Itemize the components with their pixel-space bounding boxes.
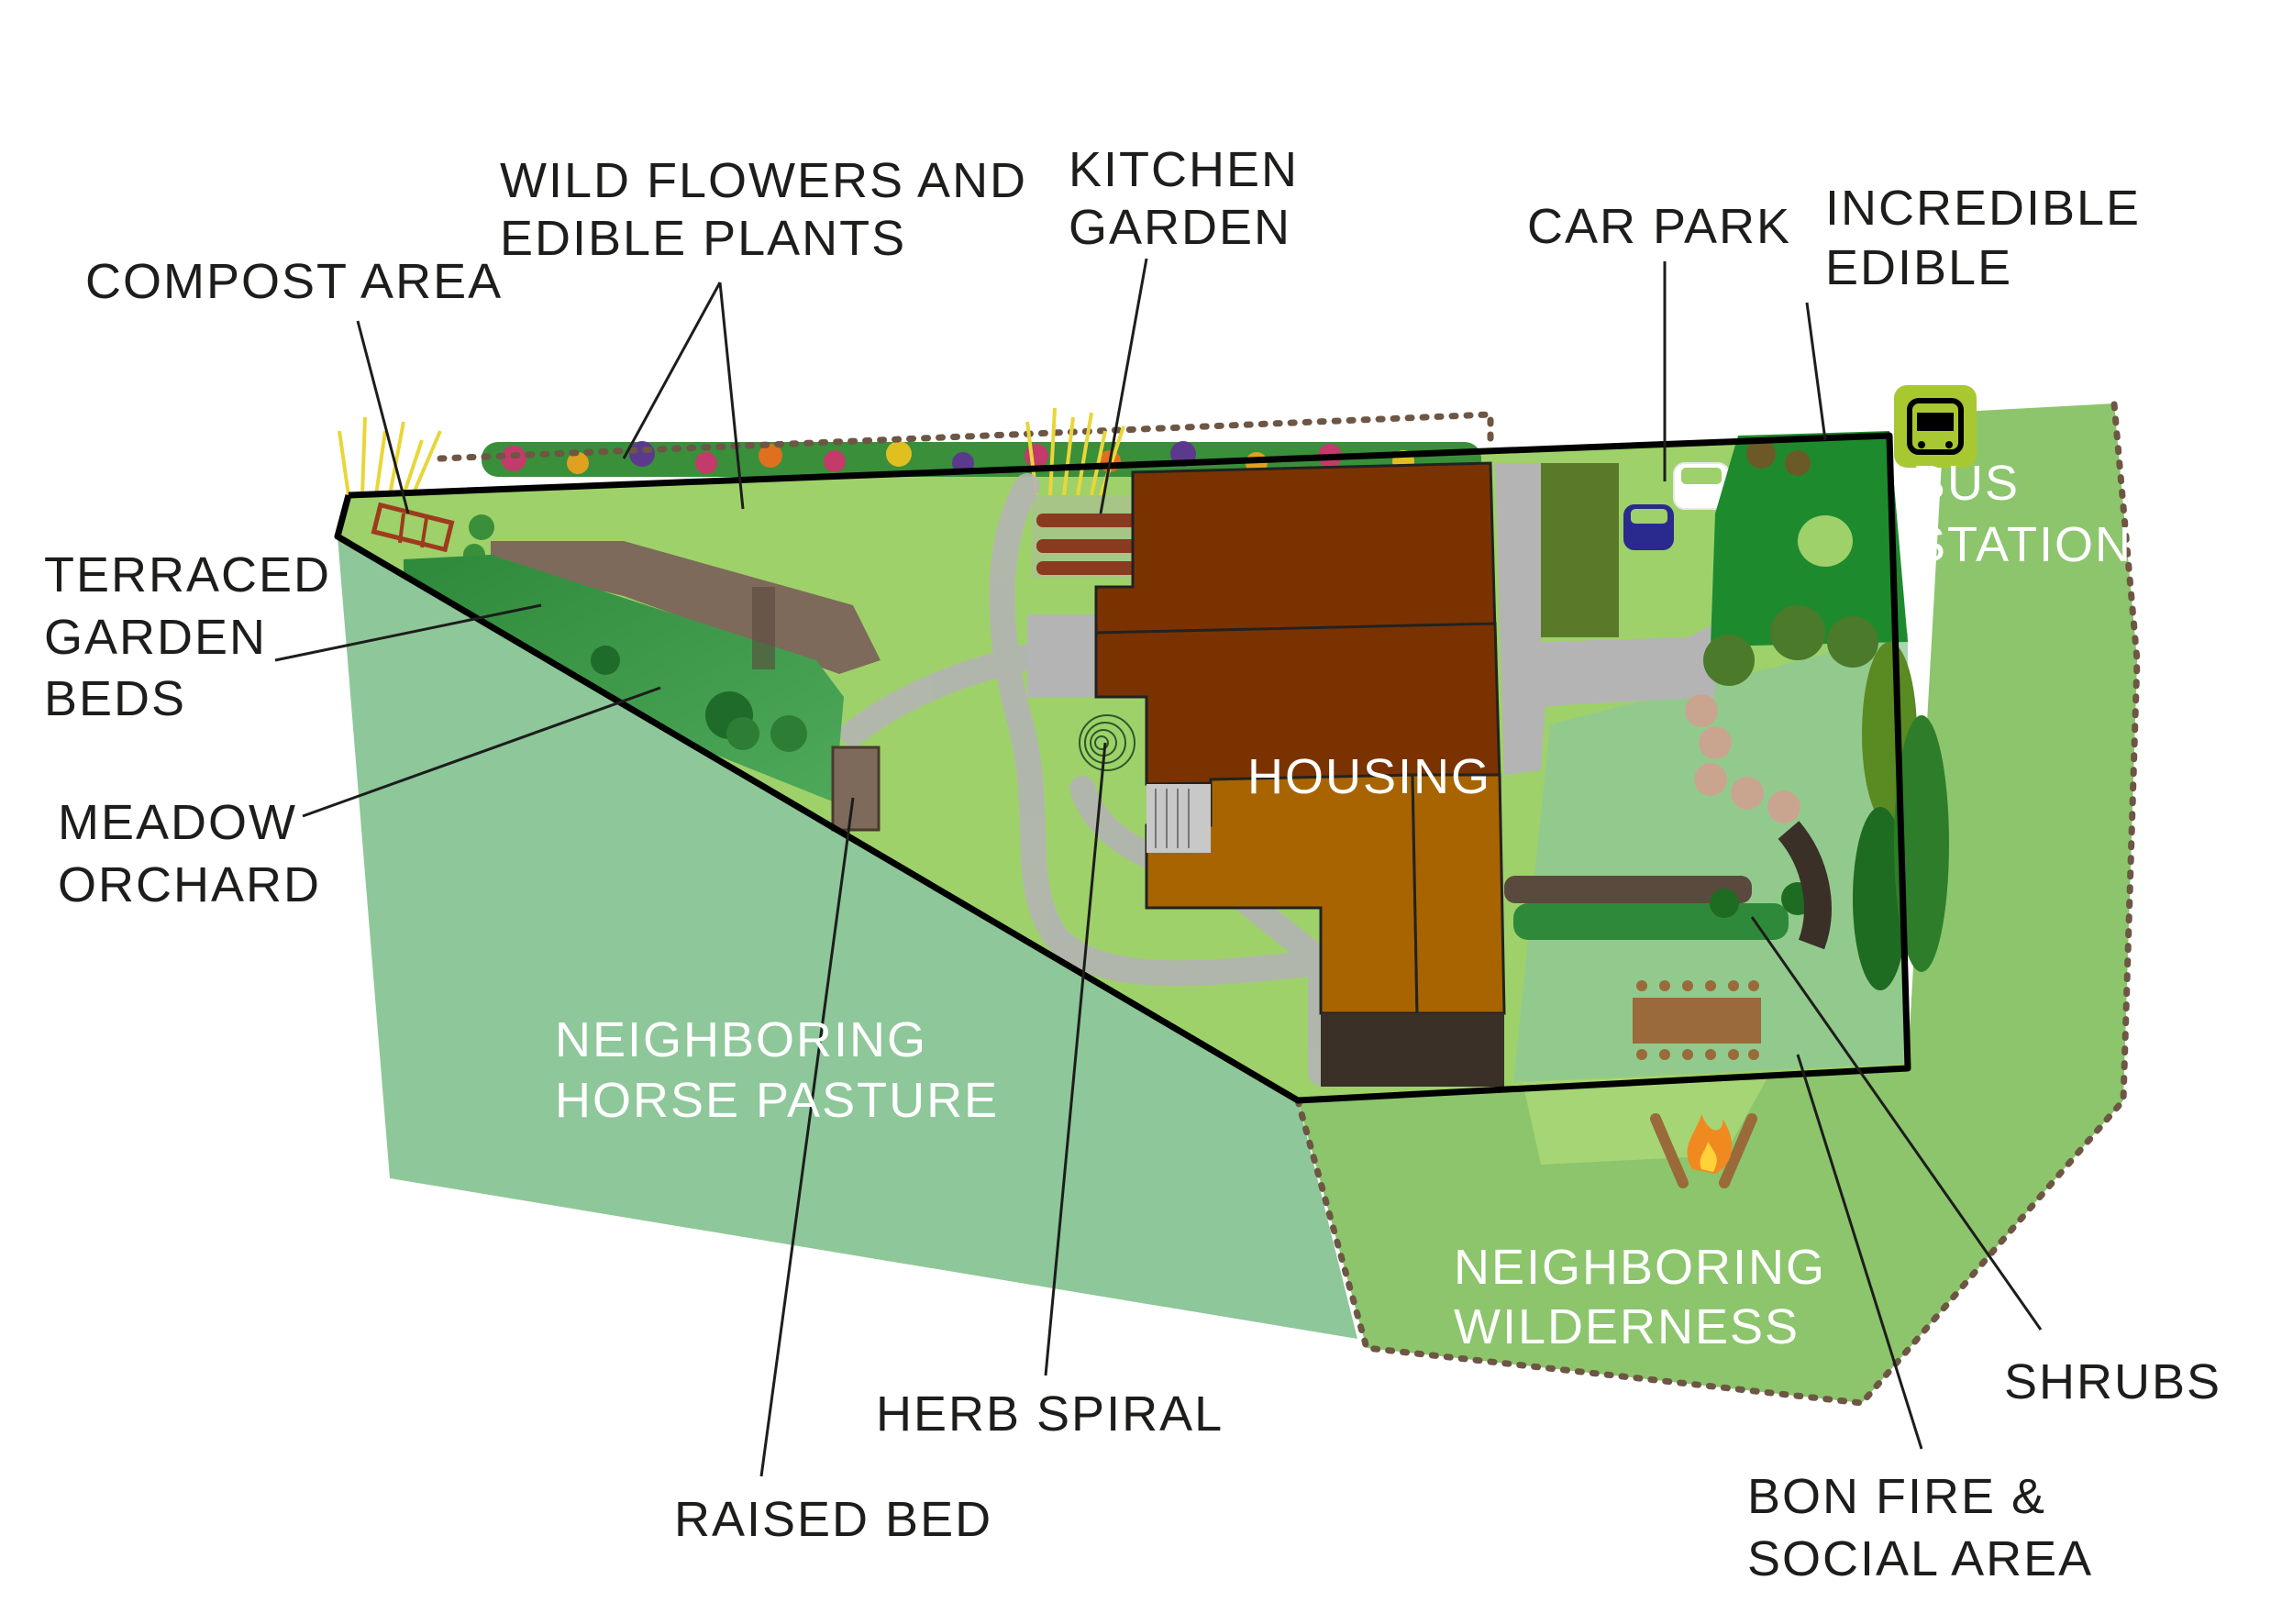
car-blue-icon: [1623, 504, 1674, 550]
incredible-edible-garden: [1703, 431, 1908, 686]
raised-bed-box: [833, 747, 879, 830]
shrubs-label: SHRUBS: [2004, 1354, 2221, 1409]
raised-bed-label: RAISED BED: [674, 1492, 992, 1547]
kitchen-garden-beds: [1032, 495, 1142, 578]
incredible-edible-label: INCREDIBLE EDIBLE: [1825, 181, 2156, 295]
path-block-north: [1027, 614, 1101, 697]
kitchen-garden-label: KITCHEN GARDEN: [1069, 142, 1314, 255]
housing-label: HOUSING: [1247, 749, 1491, 804]
compost-area-label: COMPOST AREA: [85, 254, 503, 309]
herb-spiral-label: HERB SPIRAL: [876, 1386, 1224, 1442]
edible-bed-vertical: [1541, 463, 1619, 637]
car-park-label: CAR PARK: [1527, 199, 1791, 254]
wild-flowers-label: WILD FLOWERS AND EDIBLE PLANTS: [500, 153, 1043, 266]
bonfire-label: BON FIRE & SOCIAL AREA: [1747, 1469, 2093, 1586]
meadow-orchard-label: MEADOW ORCHARD: [58, 795, 321, 912]
terraced-garden-beds-label: TERRACED GARDEN BEDS: [44, 547, 347, 726]
grass-tuft-west: [339, 417, 440, 495]
